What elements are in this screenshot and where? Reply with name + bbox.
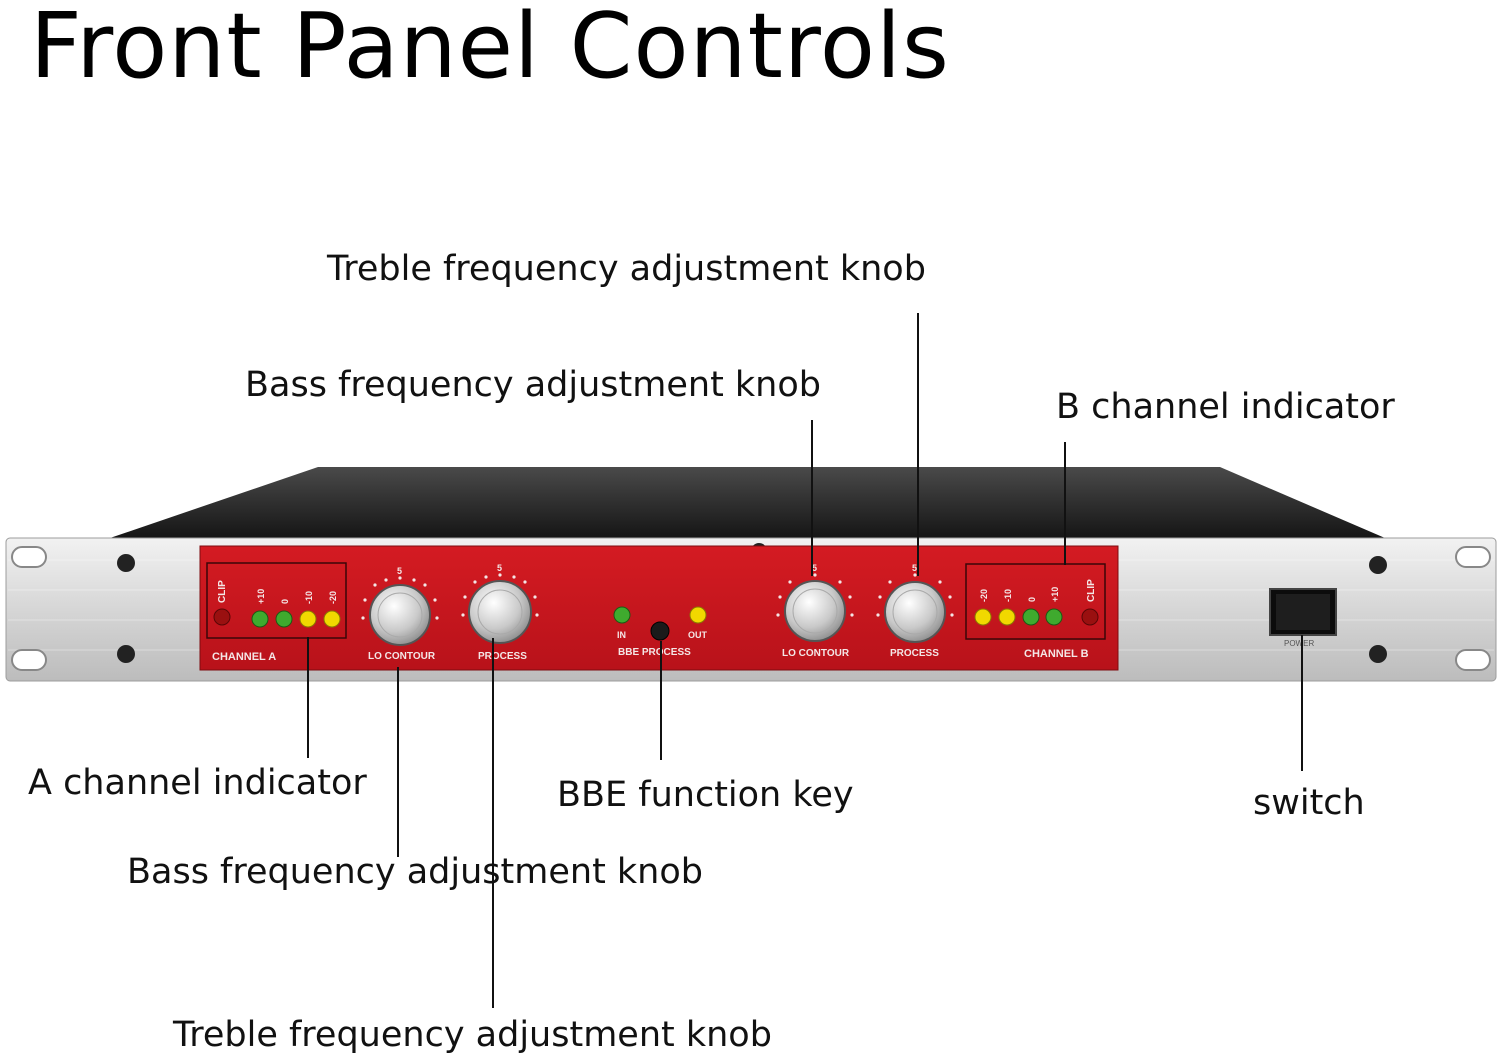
- callout-b-channel: B channel indicator: [1056, 387, 1395, 427]
- meter-a-label-1: +10: [256, 589, 266, 604]
- callout-a-channel: A channel indicator: [28, 763, 367, 803]
- knob-2-top-mark: 5: [497, 563, 502, 573]
- callout-bass-top: Bass frequency adjustment knob: [245, 365, 821, 405]
- page-title: Front Panel Controls: [30, 0, 950, 99]
- bbe-function-key: [650, 621, 670, 641]
- led-b-4: [1045, 608, 1063, 626]
- meter-b-label-3: 0: [1027, 597, 1037, 602]
- meter-a-label-2: 0: [280, 599, 290, 604]
- channel-b-label: CHANNEL B: [1024, 648, 1089, 660]
- lo-contour-knob-a: [369, 584, 431, 646]
- callout-bbe-key: BBE function key: [557, 775, 854, 815]
- in-led: [613, 606, 631, 624]
- knob-4-top-mark: 5: [912, 563, 917, 573]
- led-a-1: [251, 610, 269, 628]
- callout-treble-bottom: Treble frequency adjustment knob: [173, 1015, 772, 1055]
- led-a-2: [275, 610, 293, 628]
- process-label-a: PROCESS: [478, 651, 527, 662]
- process-label-b: PROCESS: [890, 648, 939, 659]
- out-led: [689, 606, 707, 624]
- knob-1-top-mark: 5: [397, 566, 402, 576]
- process-knob-a: [468, 580, 532, 644]
- knob-scale-1: [361, 576, 439, 620]
- meter-b-label-2: -10: [1003, 589, 1013, 602]
- meter-a-label-4: -20: [328, 591, 338, 604]
- power-label: POWER: [1284, 639, 1314, 648]
- chassis-top: [110, 467, 1385, 538]
- lo-contour-knob-b: [784, 580, 846, 642]
- callout-switch: switch: [1253, 783, 1365, 823]
- clip-led-b: [1081, 608, 1099, 626]
- led-b-3: [1022, 608, 1040, 626]
- lo-contour-label-b: LO CONTOUR: [782, 648, 850, 659]
- red-control-panel: [199, 545, 1119, 671]
- channel-a-label: CHANNEL A: [212, 651, 276, 663]
- lo-contour-label-a: LO CONTOUR: [368, 651, 436, 662]
- meter-b-label-4: +10: [1050, 587, 1060, 602]
- led-a-3: [299, 610, 317, 628]
- in-label: IN: [617, 630, 626, 640]
- clip-led-a: [213, 608, 231, 626]
- meter-a-label-3: -10: [304, 591, 314, 604]
- led-b-2: [998, 608, 1016, 626]
- process-knob-b: [884, 581, 946, 643]
- clip-label-a: CLIP: [217, 580, 228, 603]
- led-b-1: [974, 608, 992, 626]
- out-label: OUT: [688, 630, 708, 640]
- callout-treble-top: Treble frequency adjustment knob: [327, 249, 926, 289]
- bbe-process-label: BBE PROCESS: [618, 647, 691, 658]
- knob-3-top-mark: 5: [812, 563, 817, 573]
- clip-label-b: CLIP: [1086, 579, 1097, 602]
- meter-b-label-1: -20: [979, 589, 989, 602]
- callout-bass-bottom: Bass frequency adjustment knob: [127, 852, 703, 892]
- led-a-4: [323, 610, 341, 628]
